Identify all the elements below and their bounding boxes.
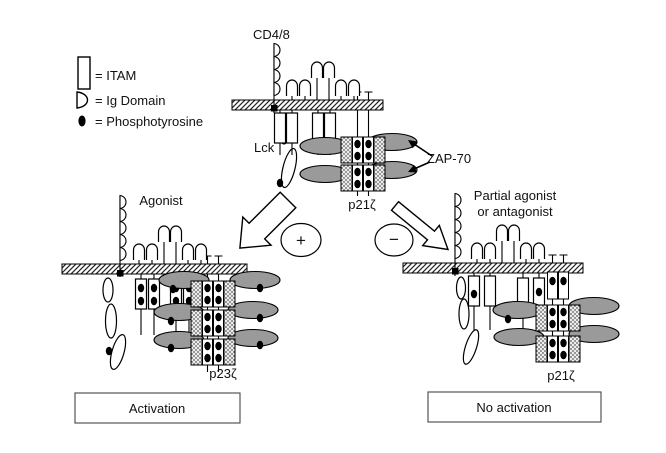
membrane [231,99,384,111]
lck-label: Lck [254,140,275,155]
activation-label: Activation [129,401,185,416]
cd48-chain [271,42,281,113]
agonist-complex: Agonist [61,193,281,424]
partial-agonist-label-1: Partial agonist [474,188,557,203]
zap70-pointer: ZAP-70 [408,140,471,173]
cd48-label: CD4/8 [253,27,290,42]
phosphotyrosine-icon [78,115,86,127]
cd48-chain [452,192,462,276]
zap70-label: ZAP-70 [427,151,471,166]
zap70-oval [229,270,281,290]
minus-circle: − [374,223,414,257]
tcr-ectodomain [472,225,545,263]
tcr-ectodomain [287,62,360,100]
top-complex: CD4/8 Lck [231,27,471,212]
zeta-dimer-p21 [492,271,620,362]
plus-circle: + [280,222,322,258]
itam-icon [77,56,91,90]
antagonist-arrow [390,200,450,251]
cd3-itams-phosphorylated [134,274,196,335]
plus-sign: + [296,231,306,250]
lck-kinase [102,277,127,370]
legend: = ITAM = Ig Domain = Phosphotyrosine [76,56,203,129]
zeta-dimer-p23 [153,270,281,372]
membrane [402,262,584,274]
p21-zeta-label-top: p21ζ [348,197,376,212]
cd48-chain [117,194,127,277]
legend-phospho-label: = Phosphotyrosine [95,114,203,129]
legend-itam-label: = ITAM [95,68,136,83]
zeta-dimer-p21 [299,110,418,196]
agonist-arrow [239,191,297,249]
lck-kinase [455,276,480,365]
legend-ig-label: = Ig Domain [95,93,165,108]
ig-domain-icon [76,91,89,109]
cd3-itams [273,110,337,155]
p21-zeta-label-right: p21ζ [547,368,575,383]
no-activation-label: No activation [476,400,551,415]
no-activation-box: No activation [427,391,602,423]
p23-zeta-label: p23ζ [209,366,237,381]
tcr-ectodomain [134,226,207,264]
cd3-itams-partial [467,273,546,330]
antagonist-complex: Partial agonist or antagonist [402,188,620,423]
partial-agonist-label-2: or antagonist [477,204,553,219]
activation-box: Activation [74,392,241,424]
agonist-label: Agonist [139,193,183,208]
minus-sign: − [389,230,399,249]
membrane [61,263,248,275]
